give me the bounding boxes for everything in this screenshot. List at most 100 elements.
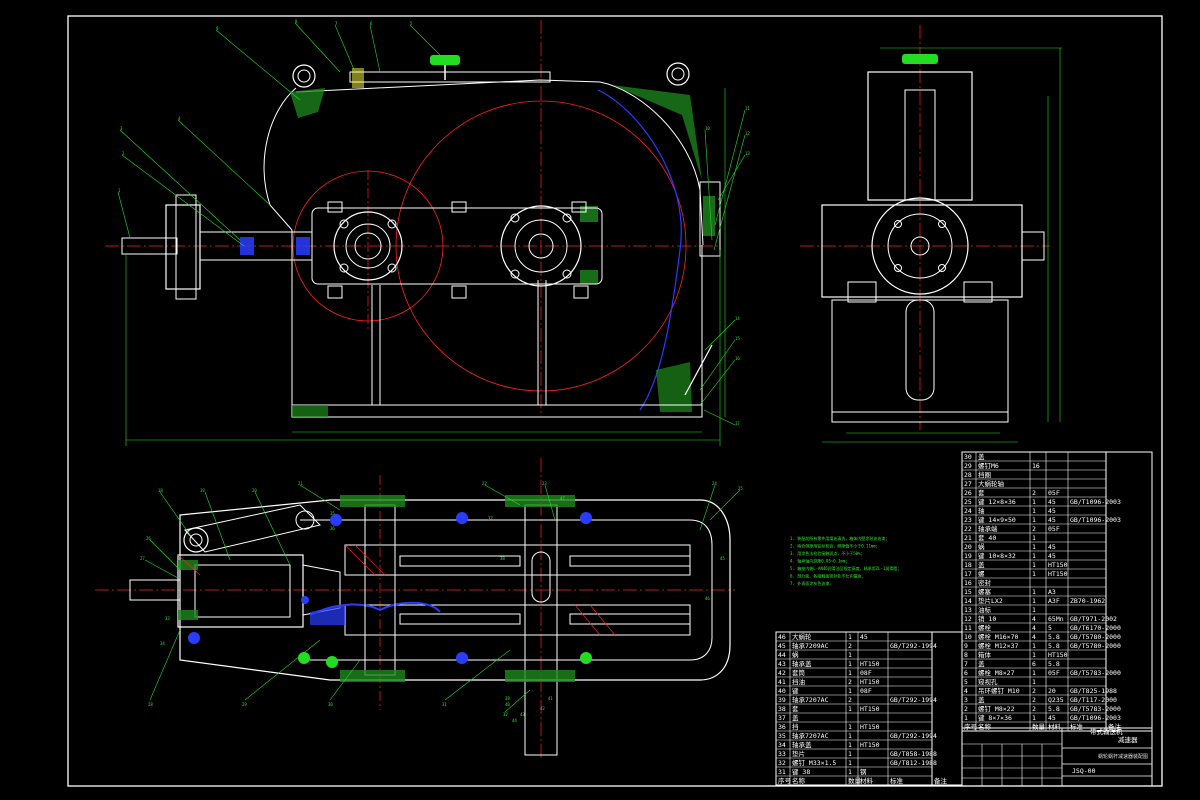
parts-header-name: 名称 [978,722,992,731]
balloon-label: 11 [745,106,750,111]
parts-cell-mat: 45 [1048,498,1056,506]
balloon-label: 39 [505,696,510,701]
title-main: 带式输送机 [1090,727,1123,736]
parts-cell-no: 2 [964,705,968,713]
parts-cell-no: 40 [778,687,786,695]
parts-cell-mat: A3 [1048,588,1056,596]
parts-cell-qty: 1 [848,669,852,677]
parts-cell-name: 轴承盖 [792,740,812,749]
parts-cell-qty: 2 [848,642,852,650]
balloon-label: 27 [140,556,145,561]
title-block: 带式输送机 减速器 蜗轮蜗杆减速器装配图 JSQ-00 [961,727,1153,787]
parts-cell-name: 键 8×7×36 [978,713,1012,722]
drawing-code: JSQ-00 [1072,767,1096,775]
balloon-label: 12 [745,131,750,136]
parts-cell-std: ZB70-1962 [1070,597,1105,605]
parts-header-no: 序号 [778,776,792,785]
parts-cell-name: 蜗 [792,650,799,659]
parts-cell-no: 17 [964,570,972,578]
parts-cell-mat: HT150 [860,741,880,749]
parts-cell-name: 盖 [792,713,799,722]
parts-cell-qty: 1 [848,660,852,668]
balloon-label: 9 [216,26,219,31]
parts-cell-name: 垫片LX2 [978,596,1003,605]
parts-header-name: 名称 [792,776,806,785]
parts-cell-name: 密封 [978,578,992,587]
front-view-leaders [117,22,746,426]
parts-cell-name: 轴承盖 [792,659,812,668]
balloon-label: 2 [122,151,125,156]
parts-cell-std: GB/T5783-2000 [1070,669,1121,677]
parts-cell-std: GB/T1096-2003 [1070,714,1121,722]
parts-cell-no: 39 [778,696,786,704]
parts-cell-mat: 5.8 [1048,660,1060,668]
parts-cell-qty: 2 [1032,525,1036,533]
balloon-label: 25 [738,486,743,491]
parts-cell-name: 螺 [978,569,985,578]
parts-cell-name: 套 [792,704,799,713]
parts-cell-qty: 1 [1032,642,1036,650]
parts-cell-std: GB/T1096-2003 [1070,516,1121,524]
parts-cell-qty: 2 [1032,687,1036,695]
parts-cell-mat: 45 [1048,543,1056,551]
wheel-pitch-circle [395,100,687,392]
parts-header-mat: 材料 [1048,722,1062,731]
gear-pitch-circle [292,170,444,322]
parts-cell-qty: 2 [1032,696,1036,704]
parts-cell-mat: 65Mn [1048,615,1064,623]
balloon-label: 23 [542,481,547,486]
parts-cell-qty: 4 [1032,624,1036,632]
parts-cell-name: 销 10 [978,614,996,623]
parts-cell-mat: 5.8 [1048,642,1060,650]
parts-header-qty: 数量 [848,776,862,785]
parts-cell-qty: 1 [1032,543,1036,551]
parts-cell-name: 键 14×9×50 [978,515,1016,524]
balloon-label: 45 [720,556,725,561]
parts-cell-mat: 05F [1048,489,1060,497]
parts-cell-no: 21 [964,534,972,542]
balloon-label: 5 [410,21,413,26]
parts-cell-no: 35 [778,732,786,740]
balloon-label: 46 [705,596,710,601]
balloon-label: 24 [712,481,717,486]
parts-cell-qty: 1 [1032,507,1036,515]
balloon-label: 14 [735,316,740,321]
parts-cell-no: 23 [964,516,972,524]
parts-cell-no: 4 [964,687,968,695]
parts-cell-qty: 1 [1032,588,1036,596]
parts-cell-name: 垫片 [792,749,805,758]
breather-knob-side [902,54,938,64]
parts-cell-name: 键 10×8×32 [978,551,1016,560]
parts-cell-qty: 1 [1032,498,1036,506]
parts-cell-no: 22 [964,525,972,533]
parts-cell-name: 套 [978,488,985,497]
parts-cell-qty: 2 [848,696,852,704]
parts-cell-qty: 1 [848,750,852,758]
parts-cell-qty: 1 [1032,678,1036,686]
balloon-label: 37 [488,516,493,521]
balloon-label: 22 [482,481,487,486]
parts-cell-mat: 08F [860,687,872,695]
parts-cell-mat: 45 [1048,516,1056,524]
parts-cell-mat: HT150 [860,678,880,686]
parts-cell-name: 螺塞 [978,587,992,596]
parts-header-mat: 材料 [860,776,874,785]
